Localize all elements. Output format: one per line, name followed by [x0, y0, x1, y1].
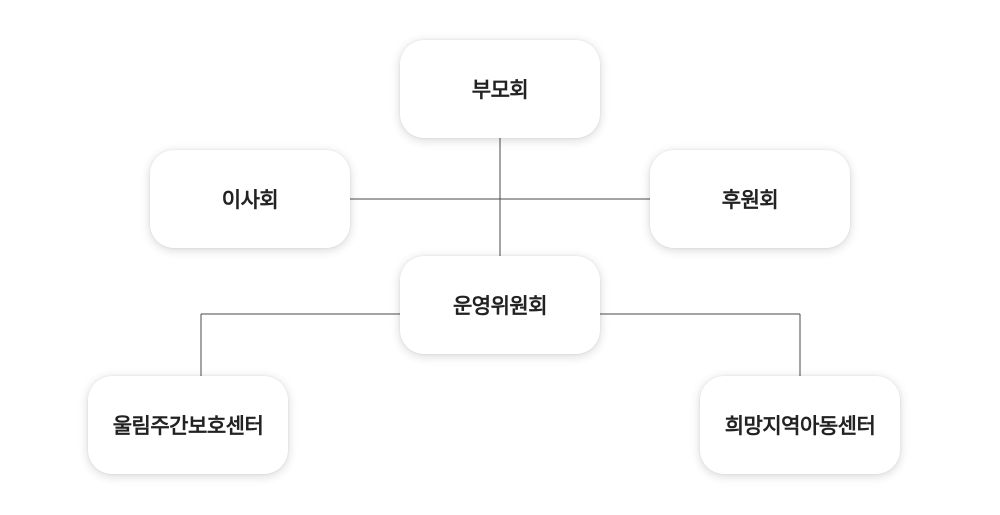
node-label-parents-council: 부모회: [471, 78, 529, 102]
node-label-board-of-directors: 이사회: [221, 188, 279, 212]
node-huimang-community-child-center: 희망지역아동센터: [700, 376, 900, 474]
node-ullim-day-care-center: 울림주간보호센터: [88, 376, 288, 474]
node-label-supporters-association: 후원회: [721, 188, 779, 212]
node-supporters-association: 후원회: [650, 150, 850, 248]
node-board-of-directors: 이사회: [150, 150, 350, 248]
node-steering-committee: 운영위원회: [400, 256, 600, 354]
node-label-ullim-day-care-center: 울림주간보호센터: [112, 414, 264, 438]
node-label-huimang-community-child-center: 희망지역아동센터: [724, 414, 876, 438]
node-label-steering-committee: 운영위원회: [452, 294, 548, 318]
node-parents-council: 부모회: [400, 40, 600, 138]
